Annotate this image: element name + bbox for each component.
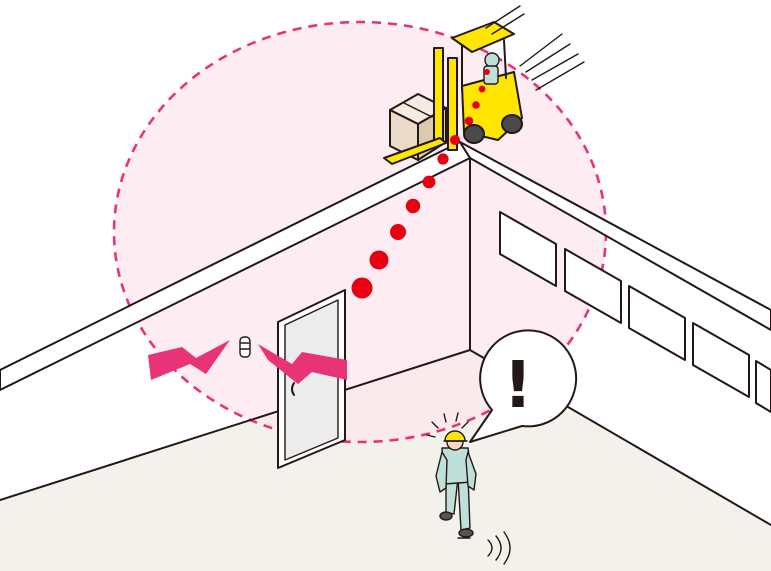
signal-dots <box>351 69 490 299</box>
wall-windows <box>499 211 771 413</box>
signal-zigzag-left <box>148 340 230 380</box>
floor <box>0 350 771 571</box>
right-wall-top <box>459 141 771 331</box>
window <box>755 360 771 413</box>
window <box>692 322 750 398</box>
forklift-icon <box>383 5 585 165</box>
door-icon <box>277 289 346 469</box>
alert-exclamation: ! <box>503 349 532 423</box>
left-floor-edge <box>0 349 471 501</box>
window <box>628 285 686 361</box>
worker-icon <box>426 412 477 538</box>
signal-zigzag-right <box>258 344 347 384</box>
window <box>499 211 557 287</box>
alert-spikes <box>426 412 469 438</box>
speech-bubble-icon: ! <box>469 329 578 443</box>
window <box>564 248 622 324</box>
wall-sensor-icon <box>239 336 251 358</box>
vibration-icon <box>457 531 511 565</box>
cargo-box-icon <box>389 93 447 161</box>
